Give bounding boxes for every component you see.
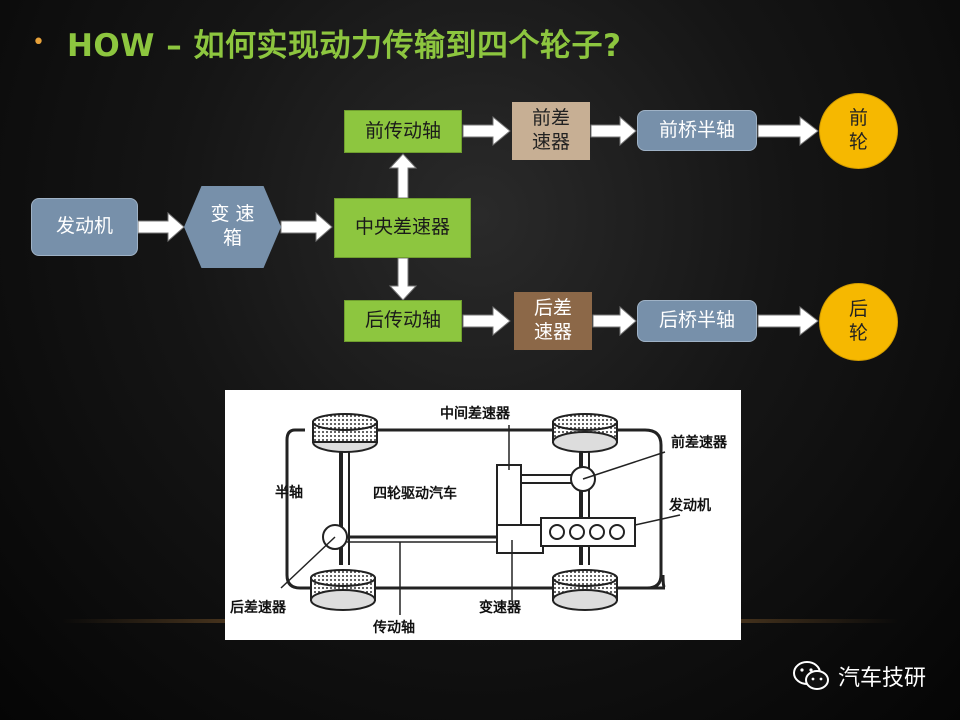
slide-title: HOW – 如何实现动力传输到四个轮子? — [66, 28, 622, 64]
rear-shaft-box: 后传动轴 — [344, 300, 462, 342]
arrow-frontdiff-halfaxle — [590, 115, 637, 147]
front-half-axle-box: 前桥半轴 — [637, 110, 757, 151]
gearbox-hexagon: 变 速 箱 — [184, 186, 281, 268]
fig-label-center-diff: 中间差速器 — [440, 405, 511, 422]
rear-diff-box: 后差 速器 — [514, 292, 592, 350]
fig-label-gearbox: 变速器 — [479, 599, 522, 616]
title-row: • HOW – 如何实现动力传输到四个轮子? — [32, 20, 622, 65]
front-diff-line2: 速器 — [531, 131, 570, 153]
rear-diff-line2: 速器 — [533, 321, 572, 343]
arrow-rearshaft-reardiff — [462, 305, 511, 337]
front-diff-box: 前差 速器 — [512, 102, 590, 160]
rear-wheel-line1: 后 — [848, 298, 868, 321]
bullet: • — [32, 30, 45, 55]
brand-name: 汽车技研 — [837, 666, 926, 691]
rear-half-axle-label: 后桥半轴 — [658, 309, 735, 332]
rear-half-axle-box: 后桥半轴 — [637, 300, 757, 342]
arrow-halfaxle-frontwheel — [757, 115, 819, 147]
wheel-front-right — [552, 569, 618, 611]
gearbox-block — [496, 524, 544, 554]
fig-label-half-axle: 半轴 — [275, 484, 303, 501]
front-wheel-line2: 轮 — [848, 131, 868, 153]
fig-label-title: 四轮驱动汽车 — [373, 485, 457, 502]
rear-wheel-line2: 轮 — [848, 322, 868, 344]
front-wheel-circle: 前 轮 — [819, 93, 898, 169]
front-shaft-label: 前传动轴 — [364, 119, 441, 142]
arrow-gearbox-center — [280, 211, 333, 243]
fig-label-drive-shaft: 传动轴 — [372, 619, 415, 636]
4wd-schematic-figure: 中间差速器 前差速器 半轴 四轮驱动汽车 发动机 后差速器 变速器 传动轴 — [225, 390, 741, 640]
rear-diff-line1: 后差 — [533, 297, 572, 320]
rear-shaft-label: 后传动轴 — [364, 309, 441, 332]
front-diff-line1: 前差 — [531, 107, 570, 130]
fig-label-front-diff: 前差速器 — [671, 434, 728, 451]
arrow-engine-gearbox — [137, 211, 185, 243]
engine-label: 发动机 — [55, 215, 113, 238]
wheel-rear-left — [312, 413, 378, 453]
rear-wheel-circle: 后 轮 — [819, 283, 898, 361]
arrow-frontshaft-frontdiff — [462, 115, 511, 147]
wechat-icon — [792, 661, 829, 690]
flow-arrows — [137, 115, 819, 337]
gearbox-label-line2: 箱 — [222, 227, 242, 249]
arrow-halfaxle-rearwheel — [757, 305, 819, 337]
gearbox-label-line1: 变 速 — [210, 203, 255, 226]
engine-box: 发动机 — [31, 198, 138, 256]
front-shaft-box: 前传动轴 — [344, 110, 462, 153]
front-half-axle-label: 前桥半轴 — [658, 118, 735, 141]
arrow-center-up — [388, 153, 418, 199]
wheel-rear-right — [310, 569, 376, 611]
chassis-outline — [285, 428, 666, 590]
front-wheel-line1: 前 — [848, 107, 868, 130]
brand-watermark: 汽车技研 — [792, 660, 926, 692]
fig-label-engine: 发动机 — [668, 497, 711, 514]
center-diff-label: 中央差速器 — [354, 216, 450, 239]
arrow-reardiff-halfaxle — [592, 305, 637, 337]
fig-label-rear-diff: 后差速器 — [230, 599, 287, 616]
wheel-front-left — [552, 413, 618, 453]
center-diff-box: 中央差速器 — [334, 198, 471, 258]
arrow-center-down — [388, 257, 418, 301]
center-diff-block — [496, 464, 522, 526]
